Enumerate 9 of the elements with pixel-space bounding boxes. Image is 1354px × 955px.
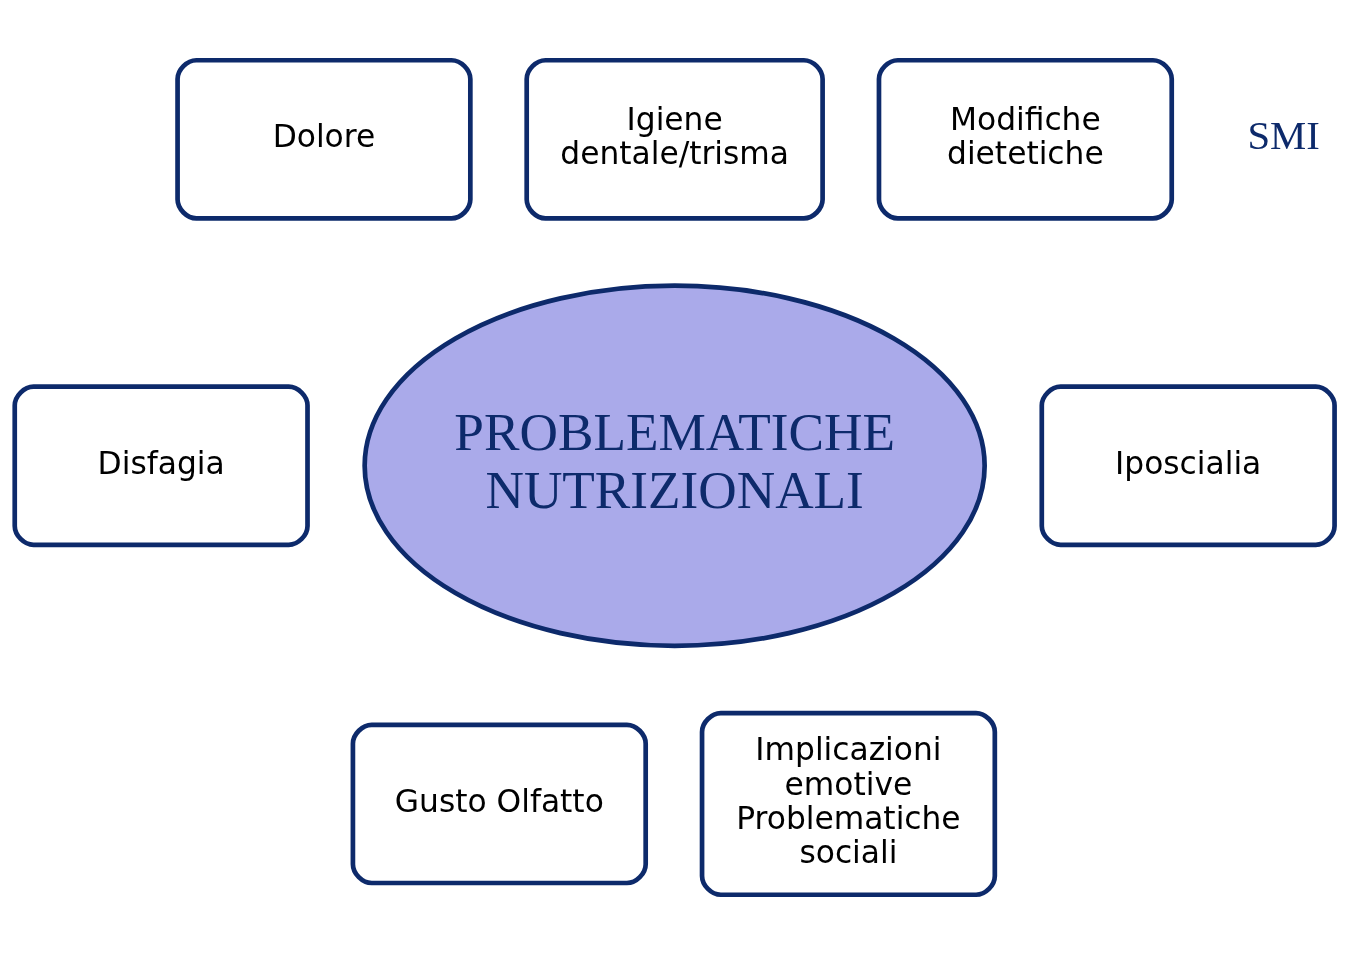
- node-box: Iposcialia: [1039, 384, 1337, 548]
- label: SMI: [1247, 113, 1320, 159]
- node-box: Gusto Olfatto: [350, 722, 649, 886]
- node-box: Dolore: [175, 57, 473, 221]
- node-box: Implicazioni emotive Problematiche sociali: [699, 710, 998, 898]
- node-ellipse: PROBLEMATICHE NUTRIZIONALI: [362, 283, 987, 649]
- node-box: Disfagia: [12, 384, 310, 548]
- node-box: Modifiche dietetiche: [876, 57, 1175, 221]
- node-box: Igiene dentale/trisma: [524, 57, 825, 221]
